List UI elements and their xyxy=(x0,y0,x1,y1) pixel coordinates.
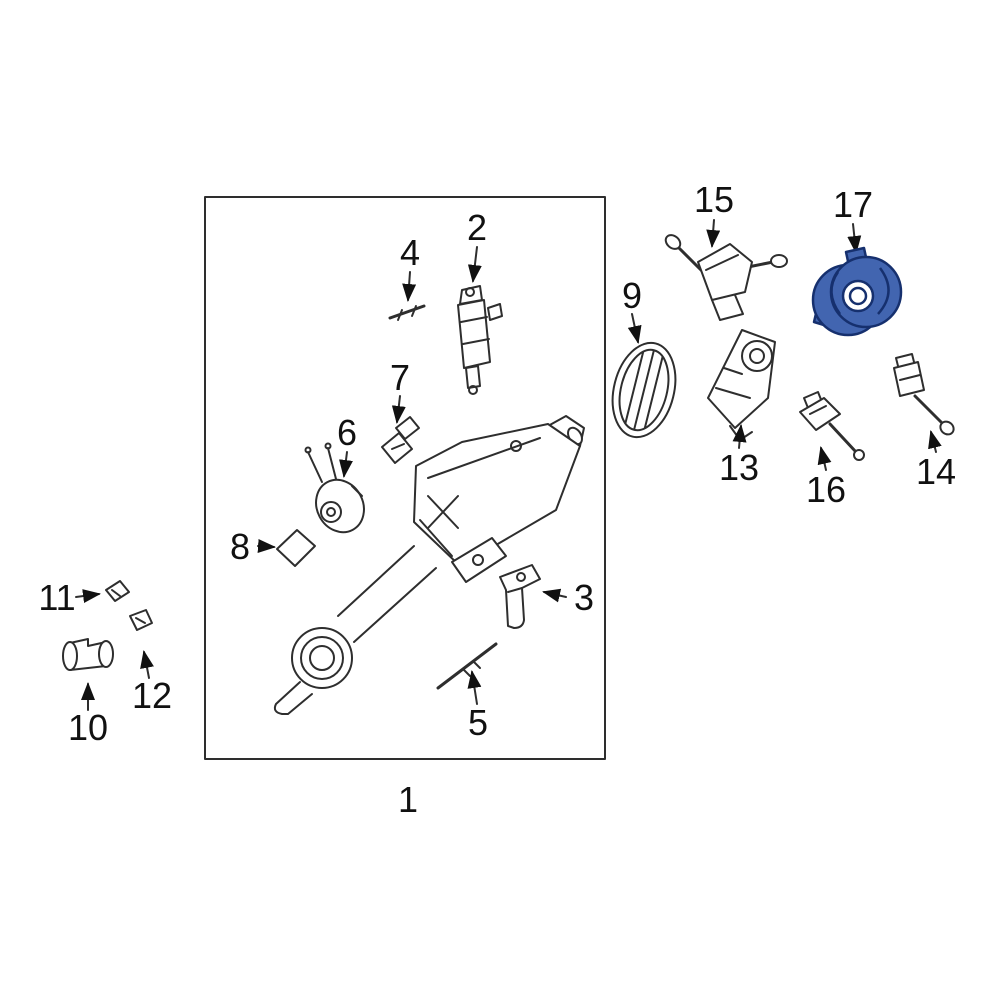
part-7-coupling xyxy=(381,416,420,464)
part-16-arrow xyxy=(817,446,832,471)
part-11-label: 11 xyxy=(38,577,75,618)
part-7-arrow xyxy=(391,395,406,424)
part-17-clockspring-highlight xyxy=(811,246,903,337)
part-13-ignition-housing xyxy=(707,329,776,441)
line-art-layer xyxy=(62,196,955,760)
part-15-combination-switch xyxy=(664,234,788,321)
part-13-label: 13 xyxy=(719,447,759,488)
part-11-clip xyxy=(105,580,130,602)
part-15-arrow xyxy=(706,219,721,248)
part-12-clip xyxy=(129,609,153,631)
part-2-arrow xyxy=(467,246,482,283)
part-14-control-stalk xyxy=(893,353,955,436)
part-9-arrow xyxy=(627,313,642,344)
part-10-lock-sleeve xyxy=(62,638,114,671)
part-14-label: 14 xyxy=(916,451,956,492)
part-8-label: 8 xyxy=(230,526,250,567)
part-3-bracket xyxy=(499,564,541,629)
part-12-arrow xyxy=(140,650,154,679)
part-4-pin xyxy=(388,304,426,321)
part-8-plate xyxy=(276,529,316,567)
part-5-label: 5 xyxy=(468,702,488,743)
leader-arrows xyxy=(75,219,942,711)
part-9-cover xyxy=(611,341,677,439)
part-17-arrow xyxy=(847,223,862,254)
part-16-wiper-switch xyxy=(799,391,865,461)
part-5-bolt xyxy=(436,642,498,690)
part-5-arrow xyxy=(467,670,482,705)
part-17-clockspring xyxy=(811,246,903,337)
part-14-arrow xyxy=(928,430,942,453)
part-2-label: 2 xyxy=(467,207,487,248)
part-3-label: 3 xyxy=(574,577,594,618)
part-6-arrow xyxy=(339,451,353,478)
part-3-arrow xyxy=(542,588,567,603)
part-8-arrow xyxy=(257,539,276,553)
part-1-steering-column-assembly xyxy=(273,415,585,715)
part-10-label: 10 xyxy=(68,707,108,748)
part-4-arrow xyxy=(402,271,417,302)
part-17-label: 17 xyxy=(833,184,873,225)
part-9-label: 9 xyxy=(622,275,642,316)
part-2-tilt-motor xyxy=(457,285,503,395)
part-4-label: 4 xyxy=(400,232,420,273)
part-1-label: 1 xyxy=(398,779,418,820)
part-15-label: 15 xyxy=(694,179,734,220)
part-11-arrow xyxy=(75,589,101,604)
part-labels: 1 2 3 4 5 6 7 8 9 10 11 12 13 14 15 16 1… xyxy=(38,179,956,820)
part-6-label: 6 xyxy=(337,412,357,453)
part-6-sensor xyxy=(304,442,365,534)
part-16-label: 16 xyxy=(806,469,846,510)
part-7-label: 7 xyxy=(390,357,410,398)
part-12-label: 12 xyxy=(132,675,172,716)
assembly-box xyxy=(204,196,606,760)
part-13-arrow xyxy=(732,424,747,449)
